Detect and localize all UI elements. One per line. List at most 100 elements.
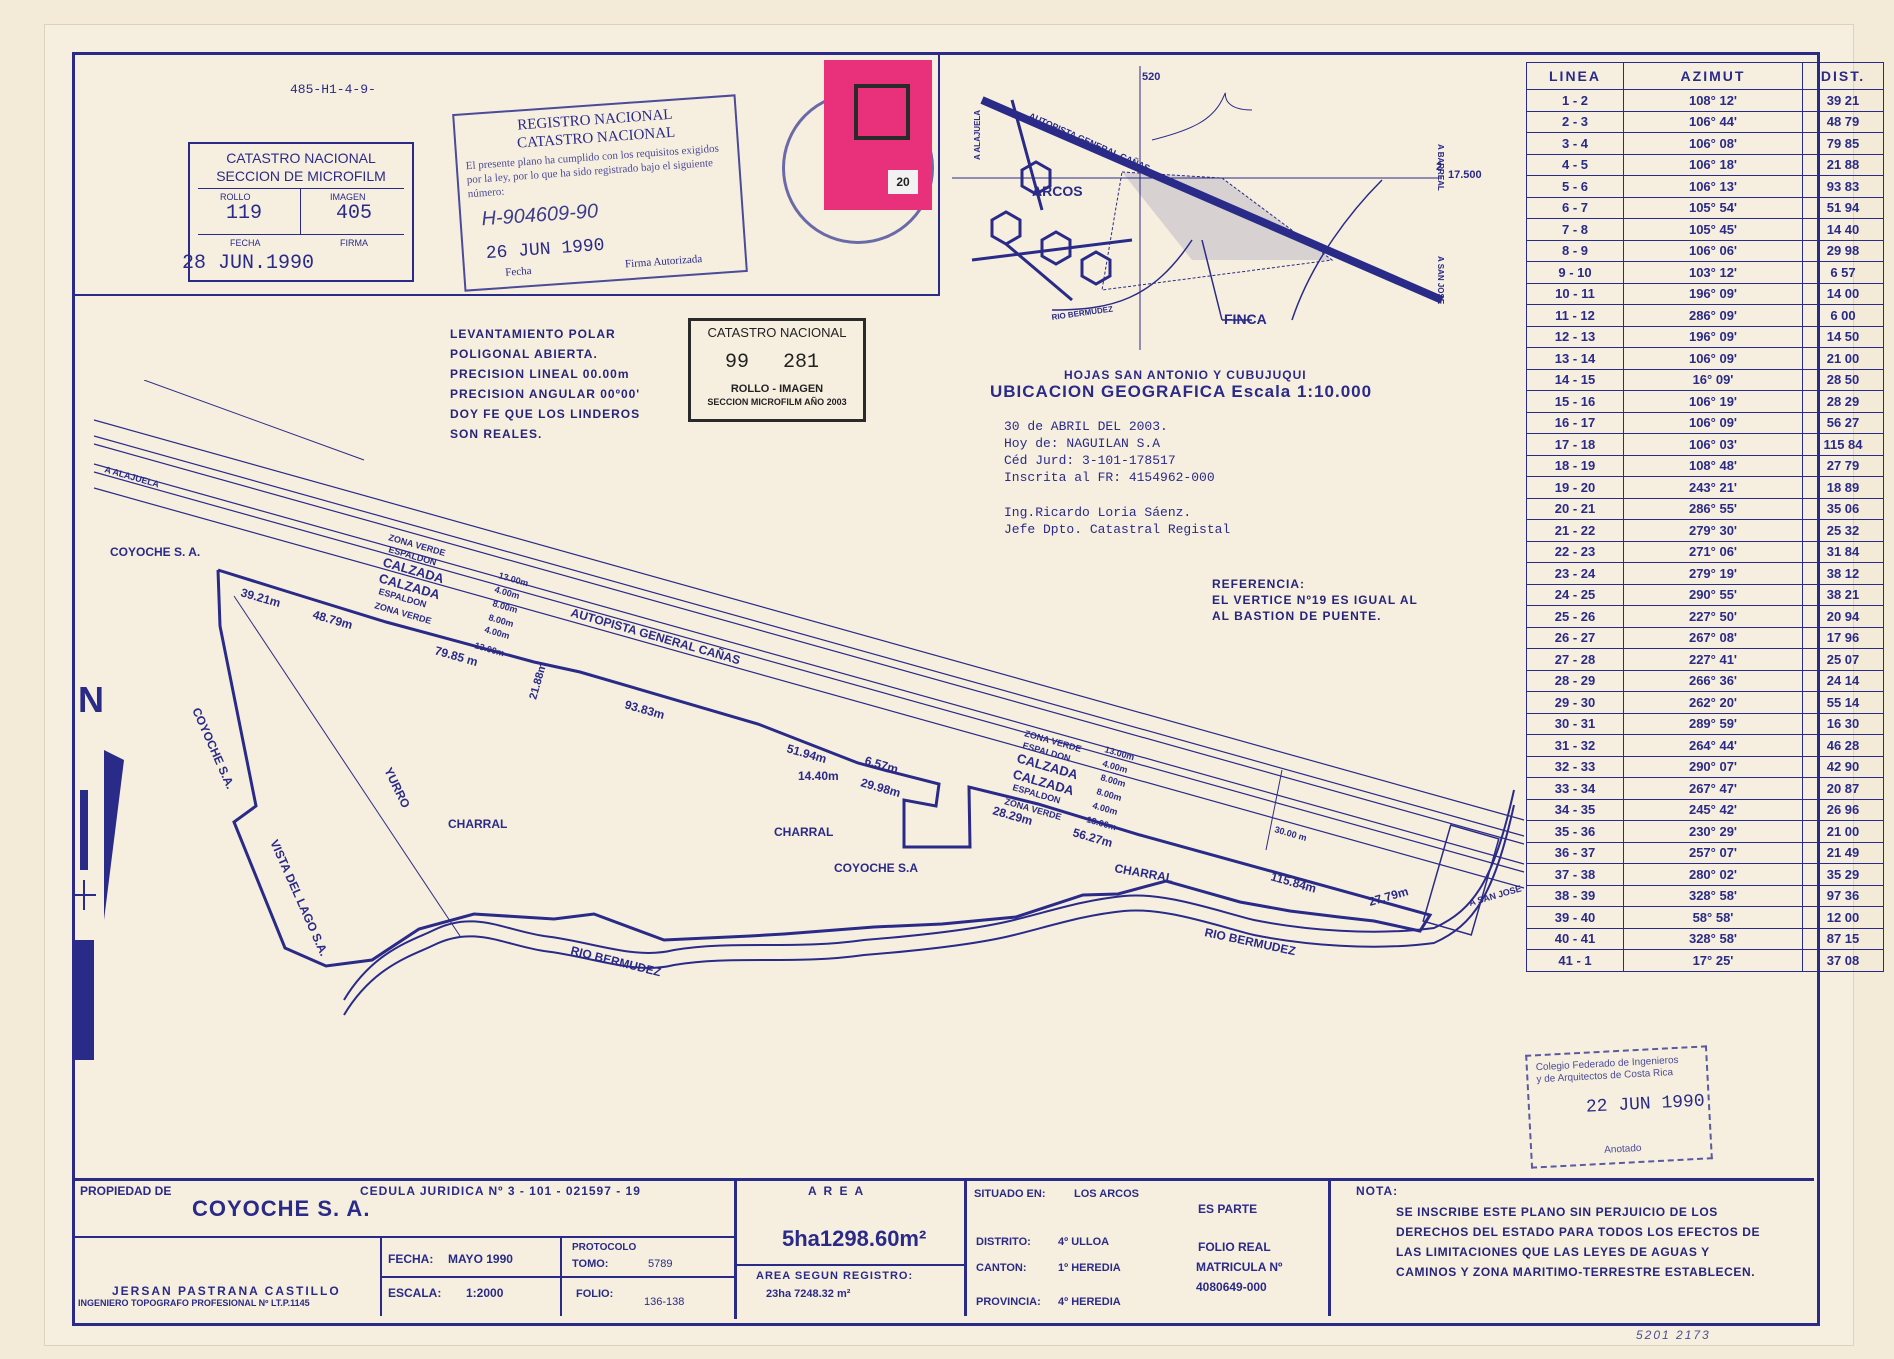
distance-cell: 27 79 (1802, 454, 1884, 477)
distance-cell: 97 36 (1802, 884, 1884, 907)
pink-tax-stamp: 20 (824, 60, 932, 210)
azimuth-cell: 328° 58' (1623, 884, 1803, 907)
distance-cell: 93 83 (1802, 175, 1884, 198)
line-cell: 23 - 24 (1526, 562, 1624, 585)
referencia-note: REFERENCIA: EL VERTICE Nº19 ES IGUAL AL … (1212, 577, 1418, 623)
charral-label-2: CHARRAL (774, 825, 833, 839)
azimuth-cell: 106° 03' (1623, 433, 1803, 456)
line-cell: 26 - 27 (1526, 626, 1624, 649)
tomo-label: TOMO: (572, 1258, 609, 1270)
azimuth-cell: 257° 07' (1623, 841, 1803, 864)
provincia-label: PROVINCIA: (976, 1296, 1041, 1308)
header-azimut: AZIMUT (1623, 62, 1803, 90)
coyoche-mid-label: COYOCHE S.A (834, 861, 918, 875)
line-cell: 1 - 2 (1526, 89, 1624, 112)
imagen-value: 405 (336, 202, 373, 225)
azimuth-cell: 267° 47' (1623, 777, 1803, 800)
line-cell: 21 - 22 (1526, 519, 1624, 542)
vista-del-lago-label: VISTA DEL LAGO S.A. (267, 838, 331, 959)
line-cell: 27 - 28 (1526, 648, 1624, 671)
line-cell: 4 - 5 (1526, 153, 1624, 176)
yurro-label: YURRO (381, 765, 413, 810)
line-cell: 22 - 23 (1526, 540, 1624, 563)
distance-cell: 21 00 (1802, 347, 1884, 370)
distance-cell: 25 32 (1802, 519, 1884, 542)
microfilm-stamp: CATASTRO NACIONAL SECCION DE MICROFILM R… (182, 142, 414, 282)
azimuth-cell: 230° 29' (1623, 820, 1803, 843)
azimuth-cell: 106° 09' (1623, 347, 1803, 370)
owner-cell (72, 1178, 737, 1319)
stamp-2003-imagen: 281 (783, 351, 820, 374)
line-cell: 24 - 25 (1526, 583, 1624, 606)
area-cell (734, 1178, 967, 1316)
folio-real-label: FOLIO REAL (1198, 1240, 1271, 1254)
distance-cell: 35 06 (1802, 497, 1884, 520)
distance-cell: 21 49 (1802, 841, 1884, 864)
survey-plan: N COYOCHE S. A. A ALAJUELA AUTOPISTA GEN… (74, 380, 1525, 1060)
highway-lines (93, 419, 1525, 889)
distance-cell: 55 14 (1802, 691, 1884, 714)
distance-cell: 87 15 (1802, 927, 1884, 950)
dist-7-label: 14.40m (798, 769, 839, 783)
line-cell: 37 - 38 (1526, 863, 1624, 886)
distance-cell: 6 00 (1802, 304, 1884, 327)
protocolo-label: PROTOCOLO (572, 1242, 637, 1253)
stamp-2003-title: CATASTRO NACIONAL (707, 325, 847, 340)
azimuth-cell: 196° 09' (1623, 282, 1803, 305)
annotation-2003: 30 de ABRIL DEL 2003. Hoy de: NAGUILAN S… (1004, 419, 1231, 537)
width-8-label-1: 8.00m (491, 598, 518, 615)
distance-cell: 26 96 (1802, 798, 1884, 821)
area-registro-value: 23ha 7248.32 m² (766, 1288, 851, 1300)
distance-cell: 16 30 (1802, 712, 1884, 735)
distance-cell: 28 29 (1802, 390, 1884, 413)
distance-cell: 24 14 (1802, 669, 1884, 692)
azimuth-cell: 271° 06' (1623, 540, 1803, 563)
distance-cell: 14 00 (1802, 282, 1884, 305)
distance-cell: 37 08 (1802, 949, 1884, 972)
ingeniero-name: JERSAN PASTRANA CASTILLO (112, 1284, 341, 1298)
azimuth-cell: 105° 45' (1623, 218, 1803, 241)
header-code: 485-H1-4-9- (290, 82, 376, 97)
azimuth-cell: 108° 12' (1623, 89, 1803, 112)
map-autopista-label: AUTOPISTA GENERAL CAÑAS (1027, 111, 1151, 174)
rollo-value: 119 (226, 202, 263, 225)
line-cell: 31 - 32 (1526, 734, 1624, 757)
north-label: N (78, 679, 104, 720)
distance-cell: 79 85 (1802, 132, 1884, 155)
distance-cell: 51 94 (1802, 196, 1884, 219)
azimuth-cell: 243° 21' (1623, 476, 1803, 499)
distance-cell: 6 57 (1802, 261, 1884, 284)
fecha-value: MAYO 1990 (448, 1252, 513, 1266)
distance-cell: 12 00 (1802, 906, 1884, 929)
azimuth-cell: 108° 48' (1623, 454, 1803, 477)
map-coord-2: 2 (1436, 161, 1442, 173)
azimuth-cell: 227° 41' (1623, 648, 1803, 671)
distance-cell: 18 89 (1802, 476, 1884, 499)
azimuth-cell: 106° 08' (1623, 132, 1803, 155)
line-cell: 36 - 37 (1526, 841, 1624, 864)
propiedad-value: COYOCHE S. A. (192, 1196, 371, 1221)
stamp-emblem-icon (854, 84, 910, 140)
map-a-alajuela: A ALAJUELA (973, 110, 982, 160)
line-cell: 20 - 21 (1526, 497, 1624, 520)
distance-cell: 35 29 (1802, 863, 1884, 886)
line-cell: 8 - 9 (1526, 239, 1624, 262)
property-boundary (216, 568, 1433, 968)
